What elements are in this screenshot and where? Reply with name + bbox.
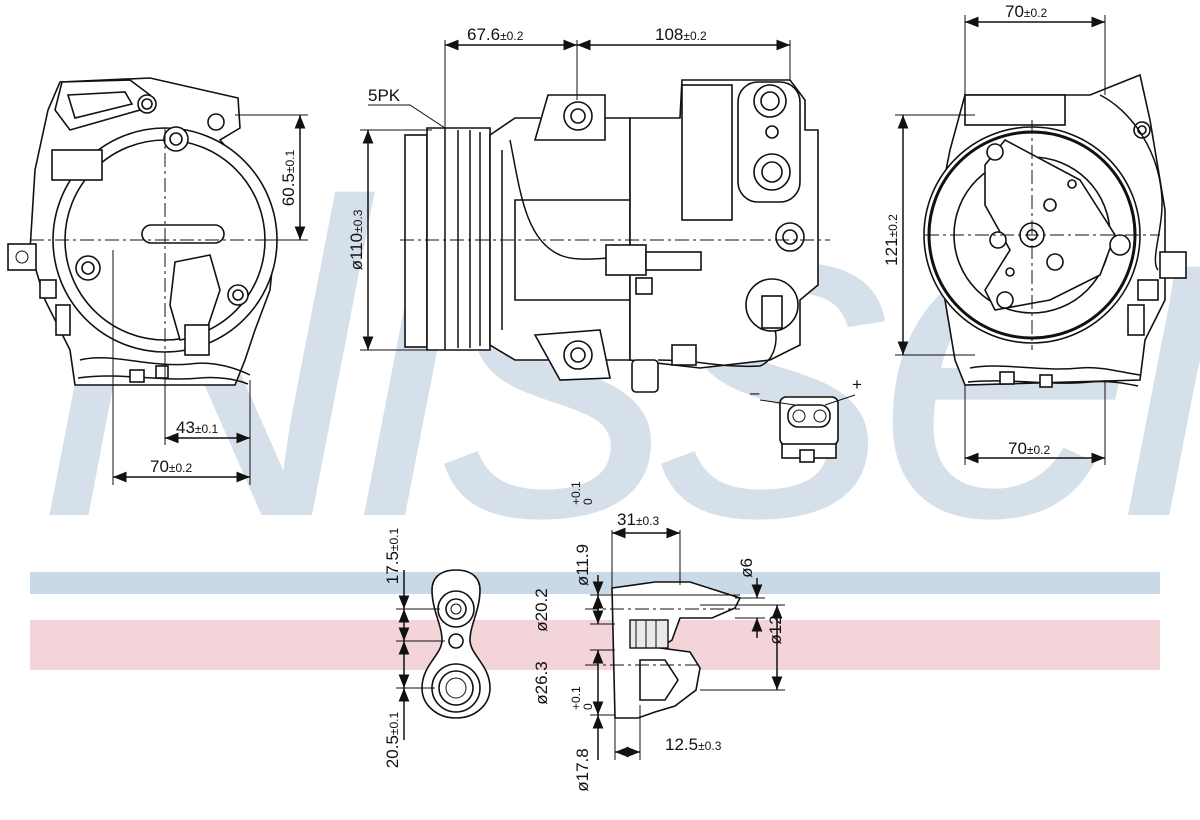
dim-70-top: 70±0.2 — [1005, 2, 1048, 21]
svg-text:ø6: ø6 — [737, 558, 756, 578]
svg-text:0: 0 — [581, 498, 595, 505]
dim-70-right: 70±0.2 — [1008, 439, 1051, 458]
svg-text:0: 0 — [581, 703, 595, 710]
middle-view — [360, 39, 830, 393]
svg-text:ø17.8: ø17.8 — [573, 748, 592, 791]
svg-text:17.5±0.1: 17.5±0.1 — [383, 528, 402, 585]
svg-text:ø26.3: ø26.3 — [532, 661, 551, 704]
dim-108: 108±0.2 — [655, 25, 707, 44]
port-section — [585, 527, 785, 760]
port-flange — [396, 569, 491, 740]
connector-plus: + — [852, 375, 862, 394]
dim-17-8: ø17.8 +0.1 0 — [569, 686, 595, 792]
svg-text:ø12: ø12 — [766, 615, 785, 644]
dim-20-2: ø20.2 — [532, 588, 551, 631]
connector-detail — [759, 394, 856, 463]
svg-text:ø20.2: ø20.2 — [532, 588, 551, 631]
belt-label-5pk: 5PK — [368, 86, 401, 105]
connector-minus: – — [750, 383, 760, 402]
svg-text:60.5±0.1: 60.5±0.1 — [279, 150, 298, 207]
dim-31: 31±0.3 — [617, 510, 660, 529]
svg-text:121±0.2: 121±0.2 — [882, 214, 901, 266]
svg-text:ø110±0.3: ø110±0.3 — [347, 209, 366, 270]
stripe-red — [30, 620, 1160, 670]
dim-17-5: 17.5±0.1 — [383, 528, 402, 585]
dim-60-5: 60.5±0.1 — [279, 150, 298, 207]
right-view — [895, 15, 1187, 465]
dim-6: ø6 — [737, 558, 756, 578]
dim-121: 121±0.2 — [882, 214, 901, 266]
dim-110: ø110±0.3 — [347, 209, 366, 270]
dim-43: 43±0.1 — [176, 418, 219, 437]
dim-70-left: 70±0.2 — [150, 457, 193, 476]
svg-text:20.5±0.1: 20.5±0.1 — [383, 712, 402, 769]
left-view — [7, 77, 308, 485]
dim-67-6: 67.6±0.2 — [467, 25, 524, 44]
dim-20-5: 20.5±0.1 — [383, 712, 402, 769]
dim-11-9: ø11.9 +0.1 0 — [569, 481, 595, 586]
dim-12: ø12 — [766, 615, 785, 644]
svg-text:+0.1: +0.1 — [569, 686, 583, 710]
svg-text:+0.1: +0.1 — [569, 481, 583, 505]
dim-12-5: 12.5±0.3 — [665, 735, 722, 754]
dim-26-3: ø26.3 — [532, 661, 551, 704]
svg-text:ø11.9: ø11.9 — [573, 544, 592, 586]
